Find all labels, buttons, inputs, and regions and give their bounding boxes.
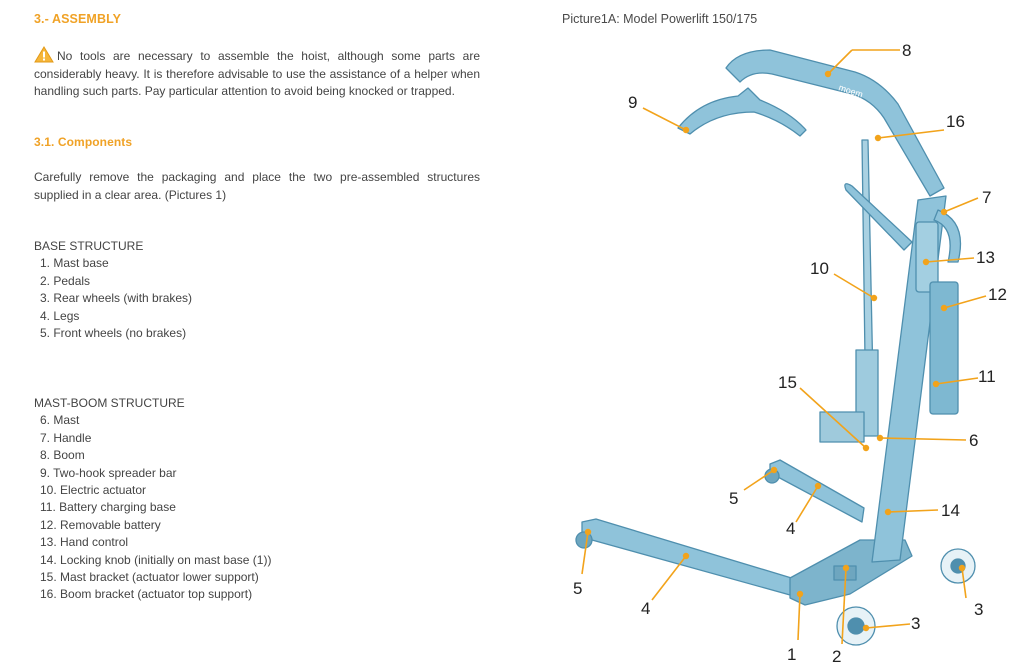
hoist-frame <box>575 49 976 646</box>
list-item: 4. Legs <box>40 308 80 323</box>
callout-label: 16 <box>946 112 965 131</box>
list-item: 8. Boom <box>40 448 85 463</box>
hoist-illustration: moem 8 9 16 7 13 10 <box>573 41 1007 665</box>
callout-label: 5 <box>573 579 582 598</box>
boom <box>725 49 945 197</box>
callout-label: 3 <box>911 614 920 633</box>
list-item: 13. Hand control <box>40 535 129 550</box>
rear-leg-short <box>769 459 865 523</box>
spreader-bar <box>677 87 807 137</box>
list-item: 10. Electric actuator <box>40 483 147 498</box>
list-item: 1. Mast base <box>40 256 109 271</box>
callout-label: 15 <box>778 373 797 392</box>
list-item: 9. Two-hook spreader bar <box>40 465 177 480</box>
list-item: 12. Removable battery <box>40 517 161 532</box>
callout-label: 1 <box>787 645 796 664</box>
handle <box>933 209 962 263</box>
callout-label: 2 <box>832 647 841 665</box>
list-item: 16. Boom bracket (actuator top support) <box>40 587 253 602</box>
list-item: 2. Pedals <box>40 273 91 288</box>
callout-labels: 8 9 16 7 13 10 12 11 15 6 5 14 4 5 4 3 3… <box>573 41 1007 665</box>
callout-label: 13 <box>976 248 995 267</box>
section-title: 3.- ASSEMBLY <box>34 12 122 26</box>
intro-paragraph: Carefully remove the packaging and place… <box>34 170 480 202</box>
handlebar <box>844 183 913 251</box>
list-item: 5. Front wheels (no brakes) <box>40 326 187 341</box>
hand-control <box>915 221 939 293</box>
figure-caption: Picture1A: Model Powerlift 150/175 <box>562 12 758 26</box>
list-item: 3. Rear wheels (with brakes) <box>40 291 193 306</box>
callout-label: 4 <box>786 519 795 538</box>
base-structure-list: BASE STRUCTURE 1. Mast base 2. Pedals 3.… <box>34 238 192 342</box>
base-structure-heading: BASE STRUCTURE <box>34 239 144 253</box>
list-item: 7. Handle <box>40 430 92 445</box>
callout-dots <box>584 70 966 632</box>
list-item: 11. Battery charging base <box>40 500 176 515</box>
callout-label: 10 <box>810 259 829 278</box>
mast-boom-structure-list: MAST-BOOM STRUCTURE 6. Mast 7. Handle 8.… <box>34 395 271 604</box>
callout-label: 9 <box>628 93 637 112</box>
list-item: 15. Mast bracket (actuator lower support… <box>40 570 259 585</box>
callout-label: 6 <box>969 431 978 450</box>
callout-label: 14 <box>941 501 960 520</box>
callout-leaders <box>581 49 987 645</box>
front-leg-long <box>581 518 809 601</box>
callout-label: 3 <box>974 600 983 619</box>
subsection-title: 3.1. Components <box>34 135 133 149</box>
list-item: 6. Mast <box>40 413 80 428</box>
warning-text: No tools are necessary to assemble the h… <box>34 49 480 98</box>
callout-label: 11 <box>978 367 996 386</box>
callout-label: 5 <box>729 489 738 508</box>
battery-pack <box>929 281 959 415</box>
callout-label: 12 <box>988 285 1007 304</box>
callout-label: 7 <box>982 188 991 207</box>
callout-label: 4 <box>641 599 650 618</box>
callout-label: 8 <box>902 41 911 60</box>
warning-triangle-icon <box>34 46 54 63</box>
mast-boom-heading: MAST-BOOM STRUCTURE <box>34 396 185 410</box>
list-item: 14. Locking knob (initially on mast base… <box>40 552 272 567</box>
warning-paragraph: No tools are necessary to assemble the h… <box>34 46 480 101</box>
